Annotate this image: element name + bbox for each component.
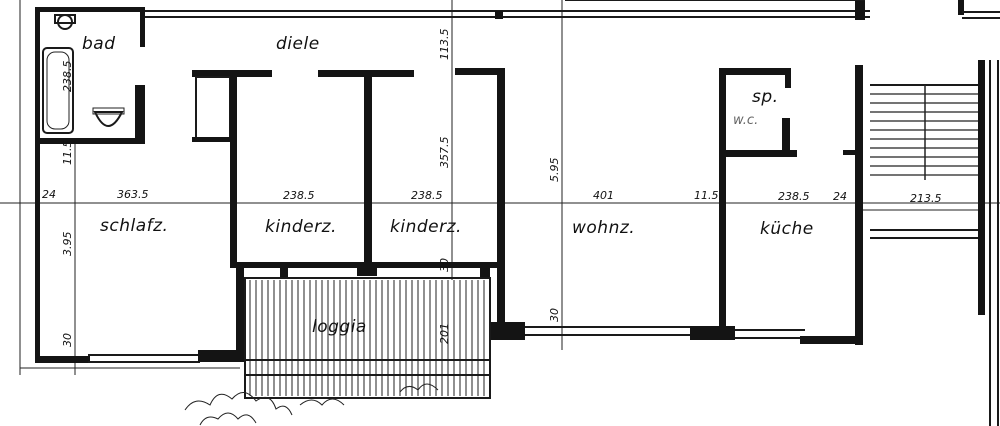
room-label-bad: bad: [82, 34, 116, 54]
shrubs: [184, 383, 439, 426]
dimension-363-5: 363.5: [117, 188, 149, 201]
dimension-24-left: 24: [42, 188, 56, 201]
dimension-24-right: 24: [833, 190, 847, 203]
room-label-schlafz: schlafz.: [100, 216, 168, 236]
dimension-30-mid: 30: [438, 258, 451, 272]
loggia: [244, 277, 491, 399]
interior-walls: [192, 65, 863, 345]
room-label-sp: sp.: [752, 87, 779, 107]
dimension-238-5-c: 238.5: [778, 190, 810, 203]
top-wall: [35, 0, 1000, 362]
dimension-113-5: 113.5: [438, 29, 451, 61]
room-label-diele: diele: [276, 34, 320, 54]
dimension-238-5-bath: 238.5: [61, 61, 74, 93]
room-label-kinderz-2: kinderz.: [390, 217, 462, 237]
room-label-wc: w.c.: [733, 113, 758, 128]
dimension-labels: 113.5 238.5 11.5 357.5 5.95 24 363.5 238…: [42, 29, 942, 348]
dimension-30-left: 30: [61, 333, 74, 347]
room-label-kinderz-1: kinderz.: [265, 217, 337, 237]
dimension-3-95: 3.95: [61, 232, 74, 257]
dimension-5-95: 5.95: [548, 158, 561, 183]
room-label-wohnz: wohnz.: [572, 218, 635, 238]
dimension-213-5: 213.5: [910, 192, 942, 205]
dimension-11-5-mid: 11.5: [694, 189, 719, 202]
staircase: [870, 60, 999, 426]
dimension-201: 201: [438, 323, 451, 344]
bathroom: [35, 14, 145, 144]
room-labels: bad diele schlafz. kinderz. kinderz. woh…: [82, 34, 814, 337]
dimension-238-5-a: 238.5: [283, 189, 315, 202]
bottom-wall: [35, 262, 863, 363]
dimension-238-5-b: 238.5: [411, 189, 443, 202]
room-label-kueche: küche: [760, 219, 814, 239]
dimension-401: 401: [593, 189, 614, 202]
dimension-357-5: 357.5: [438, 137, 451, 169]
dimension-30-wohn: 30: [548, 308, 561, 322]
dimension-11-5-left: 11.5: [61, 141, 74, 166]
room-label-loggia: loggia: [312, 317, 367, 337]
